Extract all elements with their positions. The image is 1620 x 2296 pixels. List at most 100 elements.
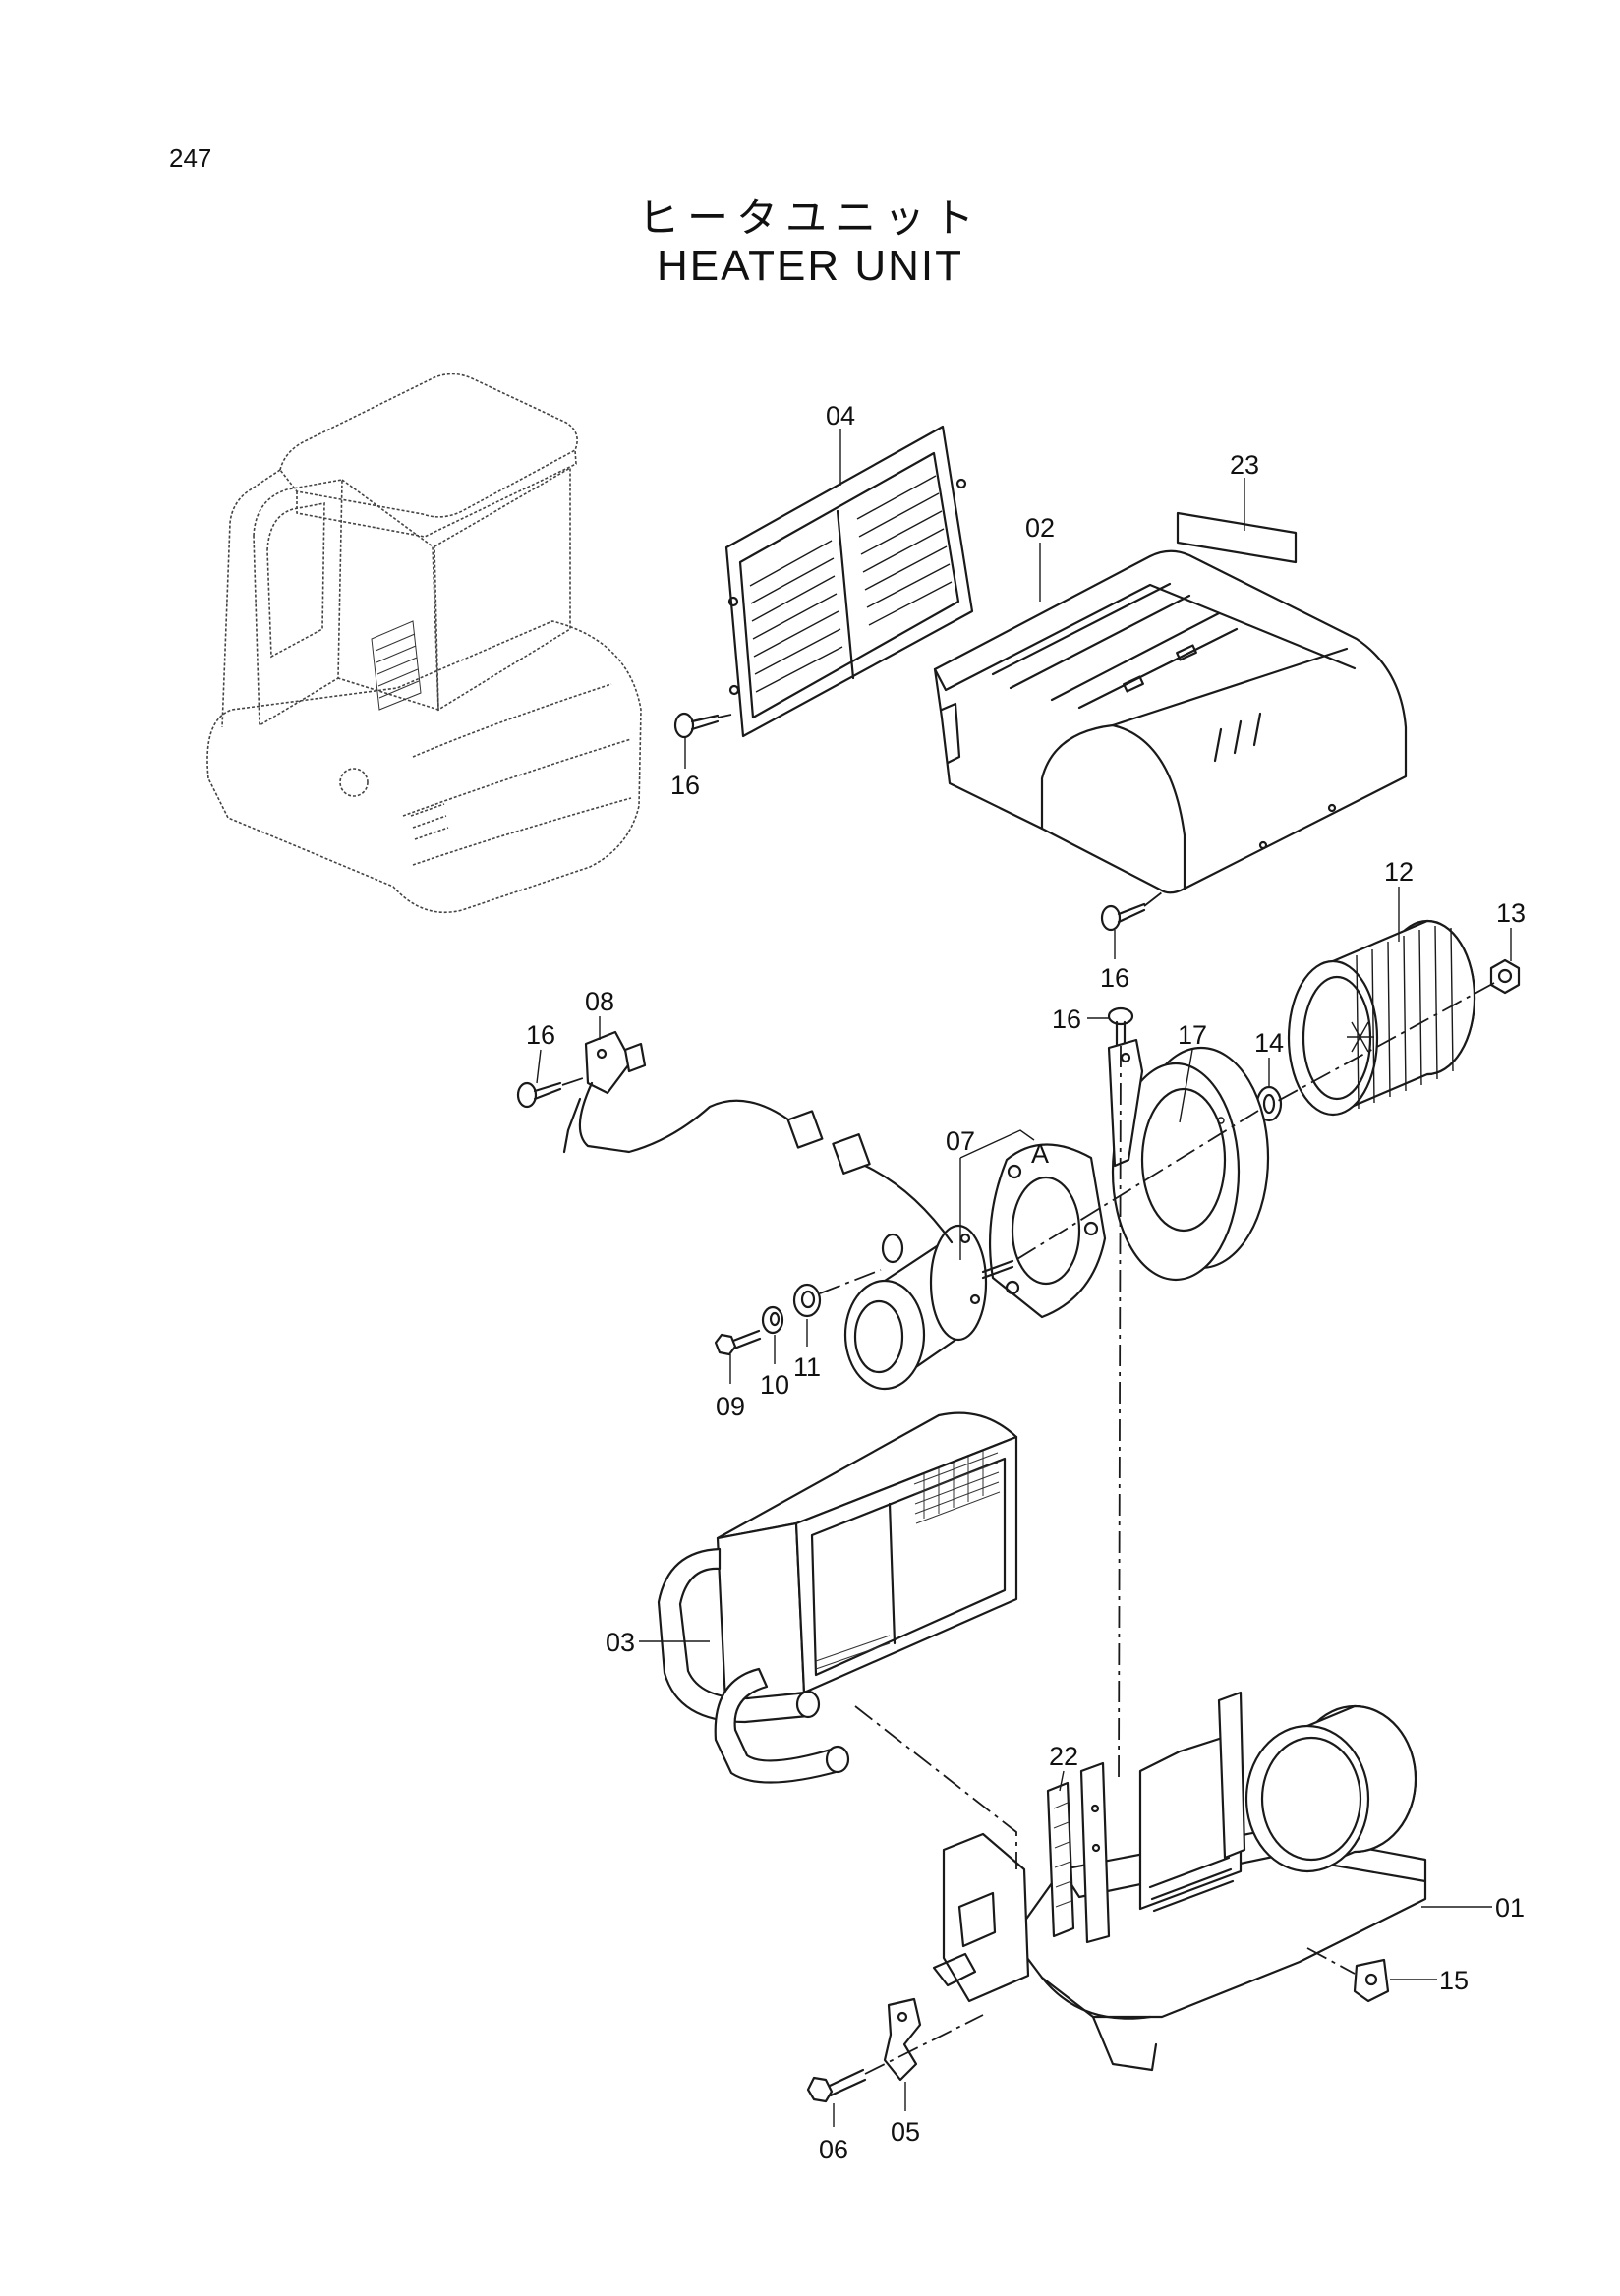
cab-base-cover	[206, 620, 642, 914]
motor-flange-hole	[959, 1233, 971, 1244]
page-number: 247	[169, 144, 212, 173]
assembly-line	[1143, 891, 1163, 907]
heater-core-upper-pipe-end	[795, 1690, 821, 1719]
cab-rear-pillar	[221, 469, 281, 728]
screw-head	[1100, 904, 1122, 932]
case-foot	[1091, 2015, 1158, 2072]
nut-part-13	[1489, 958, 1521, 995]
harness-motor-wire	[863, 1164, 954, 1244]
heater-core-fins	[913, 1451, 1001, 1524]
gasket-outline	[989, 1143, 1107, 1319]
callout-11: 11	[793, 1352, 821, 1382]
filter-panel-screw-hole	[727, 596, 739, 607]
shroud-front-ring	[1111, 1062, 1241, 1282]
callout-07: 07	[946, 1126, 975, 1156]
shroud-hole	[1217, 1117, 1225, 1124]
screw-head	[516, 1081, 538, 1109]
cab-seat-heater-location	[371, 620, 422, 711]
callout-22: 22	[1049, 1742, 1078, 1771]
filter-panel-grille-right	[856, 475, 953, 626]
callout-09: 09	[716, 1392, 745, 1421]
clip-hole	[1364, 1973, 1378, 1986]
callout-14: 14	[1254, 1028, 1284, 1058]
harness-connector-mating	[832, 1133, 871, 1175]
heater-core-divider	[888, 1502, 897, 1645]
callout-17: 17	[1178, 1020, 1207, 1050]
assembly-line	[1306, 1947, 1356, 1975]
assembly-line	[819, 1269, 882, 1294]
gasket-hole	[1007, 1164, 1022, 1179]
cab-heater-hatch	[375, 633, 420, 699]
screw-shank	[1115, 1020, 1127, 1048]
screw-head	[673, 712, 695, 739]
heater-core-front	[794, 1435, 1018, 1694]
assembly-line	[1012, 1110, 1259, 1263]
heater-cover-hole	[1258, 840, 1268, 850]
heater-cover-slot	[1009, 594, 1191, 690]
heater-core-lower-pipe	[714, 1667, 841, 1784]
motor-end-cap	[843, 1279, 926, 1391]
case-left-clamp	[932, 1952, 977, 1987]
callout-16-filter-screw: 16	[670, 771, 700, 800]
cab-bumper-line-2	[402, 738, 632, 817]
cab-reference-drawing	[206, 373, 642, 914]
motor-mount-tab	[881, 1233, 904, 1264]
assembly-lines	[561, 714, 1495, 2075]
motor-flange-hole	[969, 1293, 981, 1305]
callout-16-harness-screw: 16	[526, 1020, 555, 1050]
washer-inner	[1262, 1093, 1276, 1115]
cab-heater-outline	[371, 620, 422, 711]
motor-flange	[929, 1224, 988, 1342]
heater-cover-hole	[1327, 803, 1337, 813]
bolt-part-09	[714, 1329, 762, 1356]
heater-cover-small-slot	[1176, 644, 1197, 661]
harness-pipe	[623, 1042, 647, 1073]
case-post	[1217, 1691, 1246, 1860]
harness-connector	[786, 1110, 824, 1149]
resistor-harness-part-08	[562, 1030, 954, 1244]
bolt-head	[806, 2076, 834, 2103]
screw-part-16-cover	[1100, 902, 1146, 932]
bolt-part-06	[806, 2068, 867, 2103]
shroud-bracket-hole	[1120, 1052, 1131, 1063]
page-title-japanese: ヒータユニット	[637, 194, 982, 242]
nut-hex	[1489, 958, 1521, 995]
cab-light	[339, 768, 369, 797]
callout-01: 01	[1495, 1893, 1525, 1923]
bracket-body	[883, 1997, 922, 2082]
callout-03: 03	[606, 1628, 635, 1657]
heater-cover-body	[933, 549, 1408, 894]
cab-bumper-line-1	[412, 683, 612, 758]
callout-06: 06	[819, 2135, 848, 2164]
heater-cover-slot	[1252, 712, 1262, 747]
gasket-hole	[1083, 1221, 1099, 1236]
case-bracket-hole	[1091, 1843, 1101, 1853]
callout-10: 10	[760, 1370, 789, 1400]
filter-panel-grille-left	[749, 540, 843, 693]
callout-05: 05	[891, 2117, 920, 2147]
clip-body	[1353, 1958, 1390, 2003]
assembly-line	[717, 714, 732, 718]
motor-shaft	[981, 1259, 1014, 1280]
grommet-hole	[800, 1290, 816, 1309]
cab-front-window	[434, 466, 571, 712]
screw-part-16-harness	[516, 1081, 562, 1109]
motor-gasket-part-07a	[989, 1143, 1107, 1319]
gasket-hole	[1005, 1280, 1020, 1295]
harness-bracket	[584, 1030, 633, 1095]
fan-shroud-part-17	[1107, 1038, 1270, 1282]
heater-core-upper-pipe	[657, 1547, 810, 1724]
heater-cover-clip	[940, 702, 961, 765]
screw-part-16-shroud	[1107, 1006, 1134, 1048]
heater-cover-top-edge	[933, 583, 1357, 692]
grommet-body	[792, 1283, 822, 1318]
spacer-hole	[769, 1311, 781, 1327]
heater-core-part-03	[657, 1411, 1018, 1784]
fan-hub-spokes	[1347, 1021, 1374, 1053]
filter-panel-screw-hole	[728, 684, 740, 696]
assembly-line	[1118, 1045, 1122, 1784]
leader-line-17	[1179, 1049, 1193, 1123]
callout-04: 04	[826, 401, 855, 430]
bracket-part-05	[883, 1997, 922, 2082]
clip-part-15	[1353, 1958, 1390, 2003]
